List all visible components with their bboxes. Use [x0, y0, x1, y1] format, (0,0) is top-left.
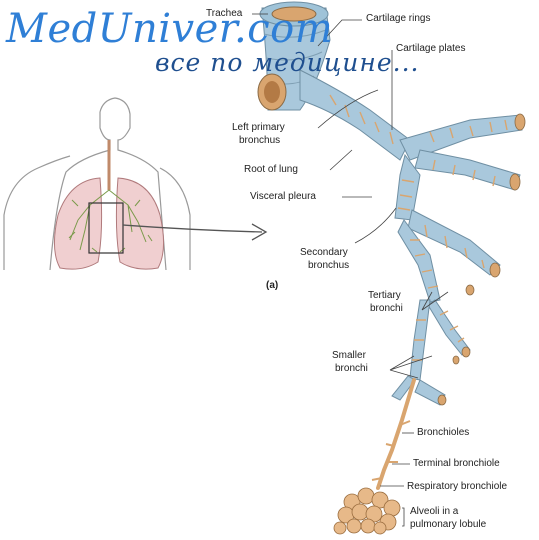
label-left-primary-bronchus-line2: bronchus	[239, 135, 280, 147]
label-bronchioles: Bronchioles	[417, 427, 469, 439]
label-tertiary-bronchi-line1: Tertiary	[368, 290, 401, 302]
lung-left	[54, 178, 101, 269]
label-trachea: Trachea	[206, 8, 242, 20]
alveoli-cluster	[334, 488, 400, 534]
label-smaller-bronchi-line1: Smaller	[332, 350, 366, 362]
label-secondary-bronchus-line1: Secondary	[300, 247, 348, 259]
label-visceral-pleura: Visceral pleura	[250, 191, 316, 203]
label-left-primary-bronchus-line1: Left primary	[232, 122, 285, 134]
watermark-site: MedUniver.com	[6, 6, 333, 52]
label-terminal-bronchiole: Terminal bronchiole	[413, 458, 500, 470]
label-root-of-lung: Root of lung	[244, 164, 298, 176]
label-secondary-bronchus-line2: bronchus	[308, 260, 349, 272]
label-cartilage-plates: Cartilage plates	[396, 43, 465, 55]
label-alveoli-line1: Alveoli in a	[410, 506, 458, 518]
label-smaller-bronchi-line2: bronchi	[335, 363, 368, 375]
label-alveoli-line2: pulmonary lobule	[410, 519, 486, 531]
watermark-tagline: все по медицине...	[155, 48, 420, 77]
label-respiratory-bronchiole: Respiratory bronchiole	[407, 481, 507, 493]
label-tertiary-bronchi-line2: bronchi	[370, 303, 403, 315]
label-cartilage-rings: Cartilage rings	[366, 13, 430, 25]
label-panel-a: (a)	[266, 280, 278, 292]
